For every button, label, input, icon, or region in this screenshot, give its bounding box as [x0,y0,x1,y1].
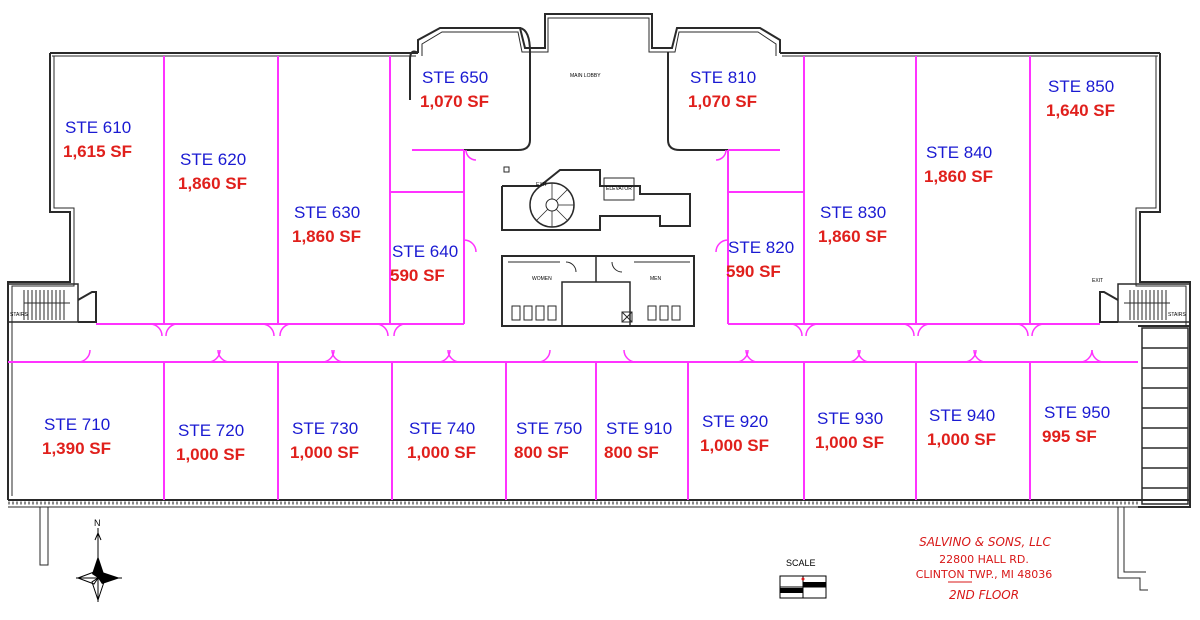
exit-center-label: EXIT [536,182,547,188]
ste-930-name: STE 930 [817,409,883,428]
exit-east-label: EXIT [1092,278,1103,284]
ste-640-name: STE 640 [392,242,458,261]
floor-label: 2ND FLOOR [949,588,1019,602]
ste-920-area: 1,000 SF [700,436,769,455]
ste-920-name: STE 920 [702,412,768,431]
ste-620-name: STE 620 [180,150,246,169]
owner-address: 22800 HALL RD. [939,553,1029,566]
owner-company: SALVINO & SONS, LLC [919,535,1051,549]
ste-840-name: STE 840 [926,143,992,162]
owner-city: CLINTON TWP., MI 48036 [916,568,1053,581]
elevator-label: ELEVATOR [606,186,632,192]
suite-labels: STE 610 1,615 SF STE 620 1,860 SF STE 63… [42,68,1115,464]
ste-940-name: STE 940 [929,406,995,425]
ste-730-name: STE 730 [292,419,358,438]
scale-label: SCALE [786,558,816,568]
stairs-west-label: STAIRS [10,312,28,318]
stairs-east: STAIRS EXIT [1092,278,1191,505]
ste-830-name: STE 830 [820,203,886,222]
partitions [8,56,1138,500]
ste-910-name: STE 910 [606,419,672,438]
ste-850-name: STE 850 [1048,77,1114,96]
north-arrow-icon: N [76,518,122,602]
ste-720-name: STE 720 [178,421,244,440]
stairs-east-label: STAIRS [1168,312,1186,318]
ste-930-area: 1,000 SF [815,433,884,452]
ste-620-area: 1,860 SF [178,174,247,193]
ste-910-area: 800 SF [604,443,659,462]
ste-740-name: STE 740 [409,419,475,438]
ste-810-area: 1,070 SF [688,92,757,111]
ste-840-area: 1,860 SF [924,167,993,186]
ste-710-area: 1,390 SF [42,439,111,458]
central-core: MAIN LOBBY ELEVATOR EXIT WOMEN MEN [501,73,695,327]
ste-610-name: STE 610 [65,118,131,137]
ste-740-area: 1,000 SF [407,443,476,462]
men-label: MEN [650,276,662,282]
ste-710-name: STE 710 [44,415,110,434]
ste-610-area: 1,615 SF [63,142,132,161]
ste-630-name: STE 630 [294,203,360,222]
ste-850-area: 1,640 SF [1046,101,1115,120]
ste-950-area: 995 SF [1042,427,1097,446]
ste-750-area: 800 SF [514,443,569,462]
doors [77,149,1105,363]
ste-650-name: STE 650 [422,68,488,87]
ste-940-area: 1,000 SF [927,430,996,449]
north-label: N [94,518,101,528]
main-lobby-label: MAIN LOBBY [570,73,601,79]
women-label: WOMEN [532,276,552,282]
ste-720-area: 1,000 SF [176,445,245,464]
ste-650-area: 1,070 SF [420,92,489,111]
ste-640-area: 590 SF [390,266,445,285]
ste-820-name: STE 820 [728,238,794,257]
ste-750-name: STE 750 [516,419,582,438]
ste-630-area: 1,860 SF [292,227,361,246]
stairs-west: STAIRS [7,283,97,323]
ste-820-area: 590 SF [726,262,781,281]
ste-730-area: 1,000 SF [290,443,359,462]
title-block: SALVINO & SONS, LLC 22800 HALL RD. CLINT… [916,535,1053,602]
ste-810-name: STE 810 [690,68,756,87]
ste-950-name: STE 950 [1044,403,1110,422]
scale-bar: SCALE [779,558,827,599]
ste-830-area: 1,860 SF [818,227,887,246]
exterior-walls [7,13,1191,591]
